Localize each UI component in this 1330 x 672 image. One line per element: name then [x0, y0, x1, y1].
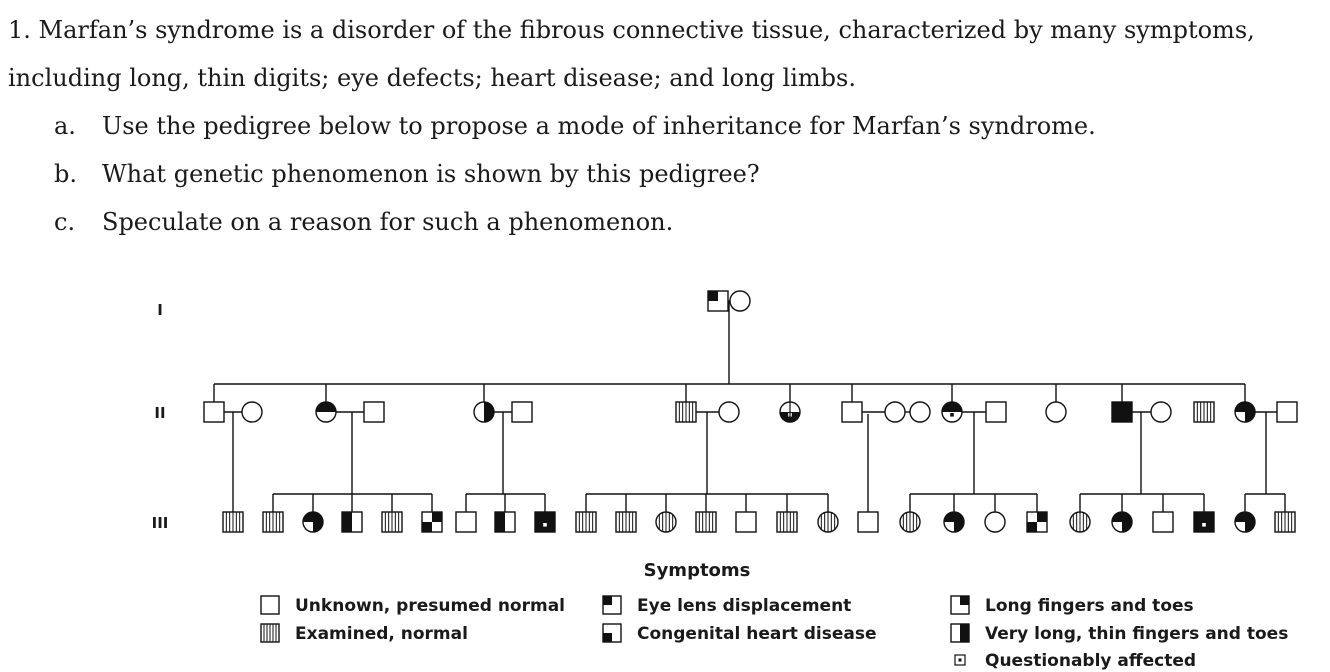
legend-item-normal: Examined, normal: [260, 623, 468, 644]
pedigree-individuals: [203, 290, 1298, 533]
generation-label-III: III: [152, 514, 169, 532]
legend-label-heart: Congenital heart disease: [637, 624, 877, 644]
part-c-text: Speculate on a reason for such a phenome…: [102, 208, 674, 236]
legend-symbol-normal: [260, 623, 280, 643]
legend-symbol-heart: [602, 623, 622, 643]
generation-label-I: I: [157, 301, 163, 319]
individual-III-2: [262, 511, 284, 533]
legend-item-heart: Congenital heart disease: [602, 623, 877, 644]
individual-III-10: [575, 511, 597, 533]
individual-III-7: [455, 511, 477, 533]
individual-II-19: [1234, 401, 1256, 423]
pedigree-lines: [213, 300, 1286, 512]
individual-III-12: [655, 511, 677, 533]
individual-III-16: [817, 511, 839, 533]
part-a-letter: a.: [54, 112, 76, 140]
question-line-2: including long, thin digits; eye defects…: [8, 64, 856, 92]
individual-II-9: [779, 401, 801, 423]
legend-label-long: Long fingers and toes: [985, 596, 1194, 616]
individual-III-4: [341, 511, 363, 533]
legend-item-verylong: Very long, thin fingers and toes: [950, 623, 1288, 644]
legend-item-unknown: Unknown, presumed normal: [260, 595, 565, 616]
legend-symbol-q: [954, 654, 966, 666]
individual-III-19: [943, 511, 965, 533]
individual-II-8: [718, 401, 740, 423]
individual-III-14: [735, 511, 757, 533]
individual-III-23: [1111, 511, 1133, 533]
individual-III-22: [1069, 511, 1091, 533]
individual-II-12: [909, 401, 931, 423]
individual-III-18: [899, 511, 921, 533]
individual-I-1: [707, 290, 729, 312]
part-a-text: Use the pedigree below to propose a mode…: [102, 112, 1096, 140]
legend-symbol-unknown: [260, 595, 280, 615]
individual-III-9: [534, 511, 556, 533]
individual-III-15: [776, 511, 798, 533]
individual-III-1: [222, 511, 244, 533]
individual-II-18: [1193, 401, 1215, 423]
individual-III-24: [1152, 511, 1174, 533]
part-b-letter: b.: [54, 160, 77, 188]
individual-III-11: [615, 511, 637, 533]
individual-II-7: [675, 401, 697, 423]
individual-II-4: [363, 401, 385, 423]
legend-label-eye: Eye lens displacement: [637, 596, 851, 616]
individual-II-5: [473, 401, 495, 423]
legend-symbol-eye: [602, 595, 622, 615]
individual-II-14: [985, 401, 1007, 423]
individual-III-25: [1193, 511, 1215, 533]
legend-symbol-long: [950, 595, 970, 615]
individual-II-17: [1150, 401, 1172, 423]
legend-label-unknown: Unknown, presumed normal: [295, 596, 565, 616]
individual-II-20: [1276, 401, 1298, 423]
individual-II-11: [884, 401, 906, 423]
legend-label-q: Questionably affected: [985, 651, 1196, 671]
individual-II-2: [241, 401, 263, 423]
legend-item-eye: Eye lens displacement: [602, 595, 851, 616]
legend-title: Symptoms: [644, 560, 751, 581]
individual-III-8: [494, 511, 516, 533]
part-b-text: What genetic phenomenon is shown by this…: [102, 160, 760, 188]
individual-II-3: [315, 401, 337, 423]
legend-symbol-verylong: [950, 623, 970, 643]
legend-item-q: Questionably affected: [954, 651, 1196, 671]
individual-II-16: [1111, 401, 1133, 423]
individual-III-5: [381, 511, 403, 533]
question-line-1: 1. Marfan’s syndrome is a disorder of th…: [8, 16, 1255, 44]
individual-III-27: [1274, 511, 1296, 533]
legend-label-verylong: Very long, thin fingers and toes: [985, 624, 1288, 644]
generation-label-II: II: [154, 404, 165, 422]
individual-III-13: [695, 511, 717, 533]
individual-III-26: [1234, 511, 1256, 533]
individual-III-6: [421, 511, 443, 533]
individual-II-10: [841, 401, 863, 423]
individual-III-20: [984, 511, 1006, 533]
part-c-letter: c.: [54, 208, 76, 236]
individual-II-13: [941, 401, 963, 423]
individual-III-21: [1026, 511, 1048, 533]
individual-I-2: [729, 290, 751, 312]
individual-II-6: [511, 401, 533, 423]
legend-item-long: Long fingers and toes: [950, 595, 1194, 616]
individual-II-15: [1045, 401, 1067, 423]
generation-labels: I II III: [152, 301, 169, 532]
individual-II-1: [203, 401, 225, 423]
legend-label-normal: Examined, normal: [295, 624, 468, 644]
individual-III-17: [857, 511, 879, 533]
individual-III-3: [302, 511, 324, 533]
